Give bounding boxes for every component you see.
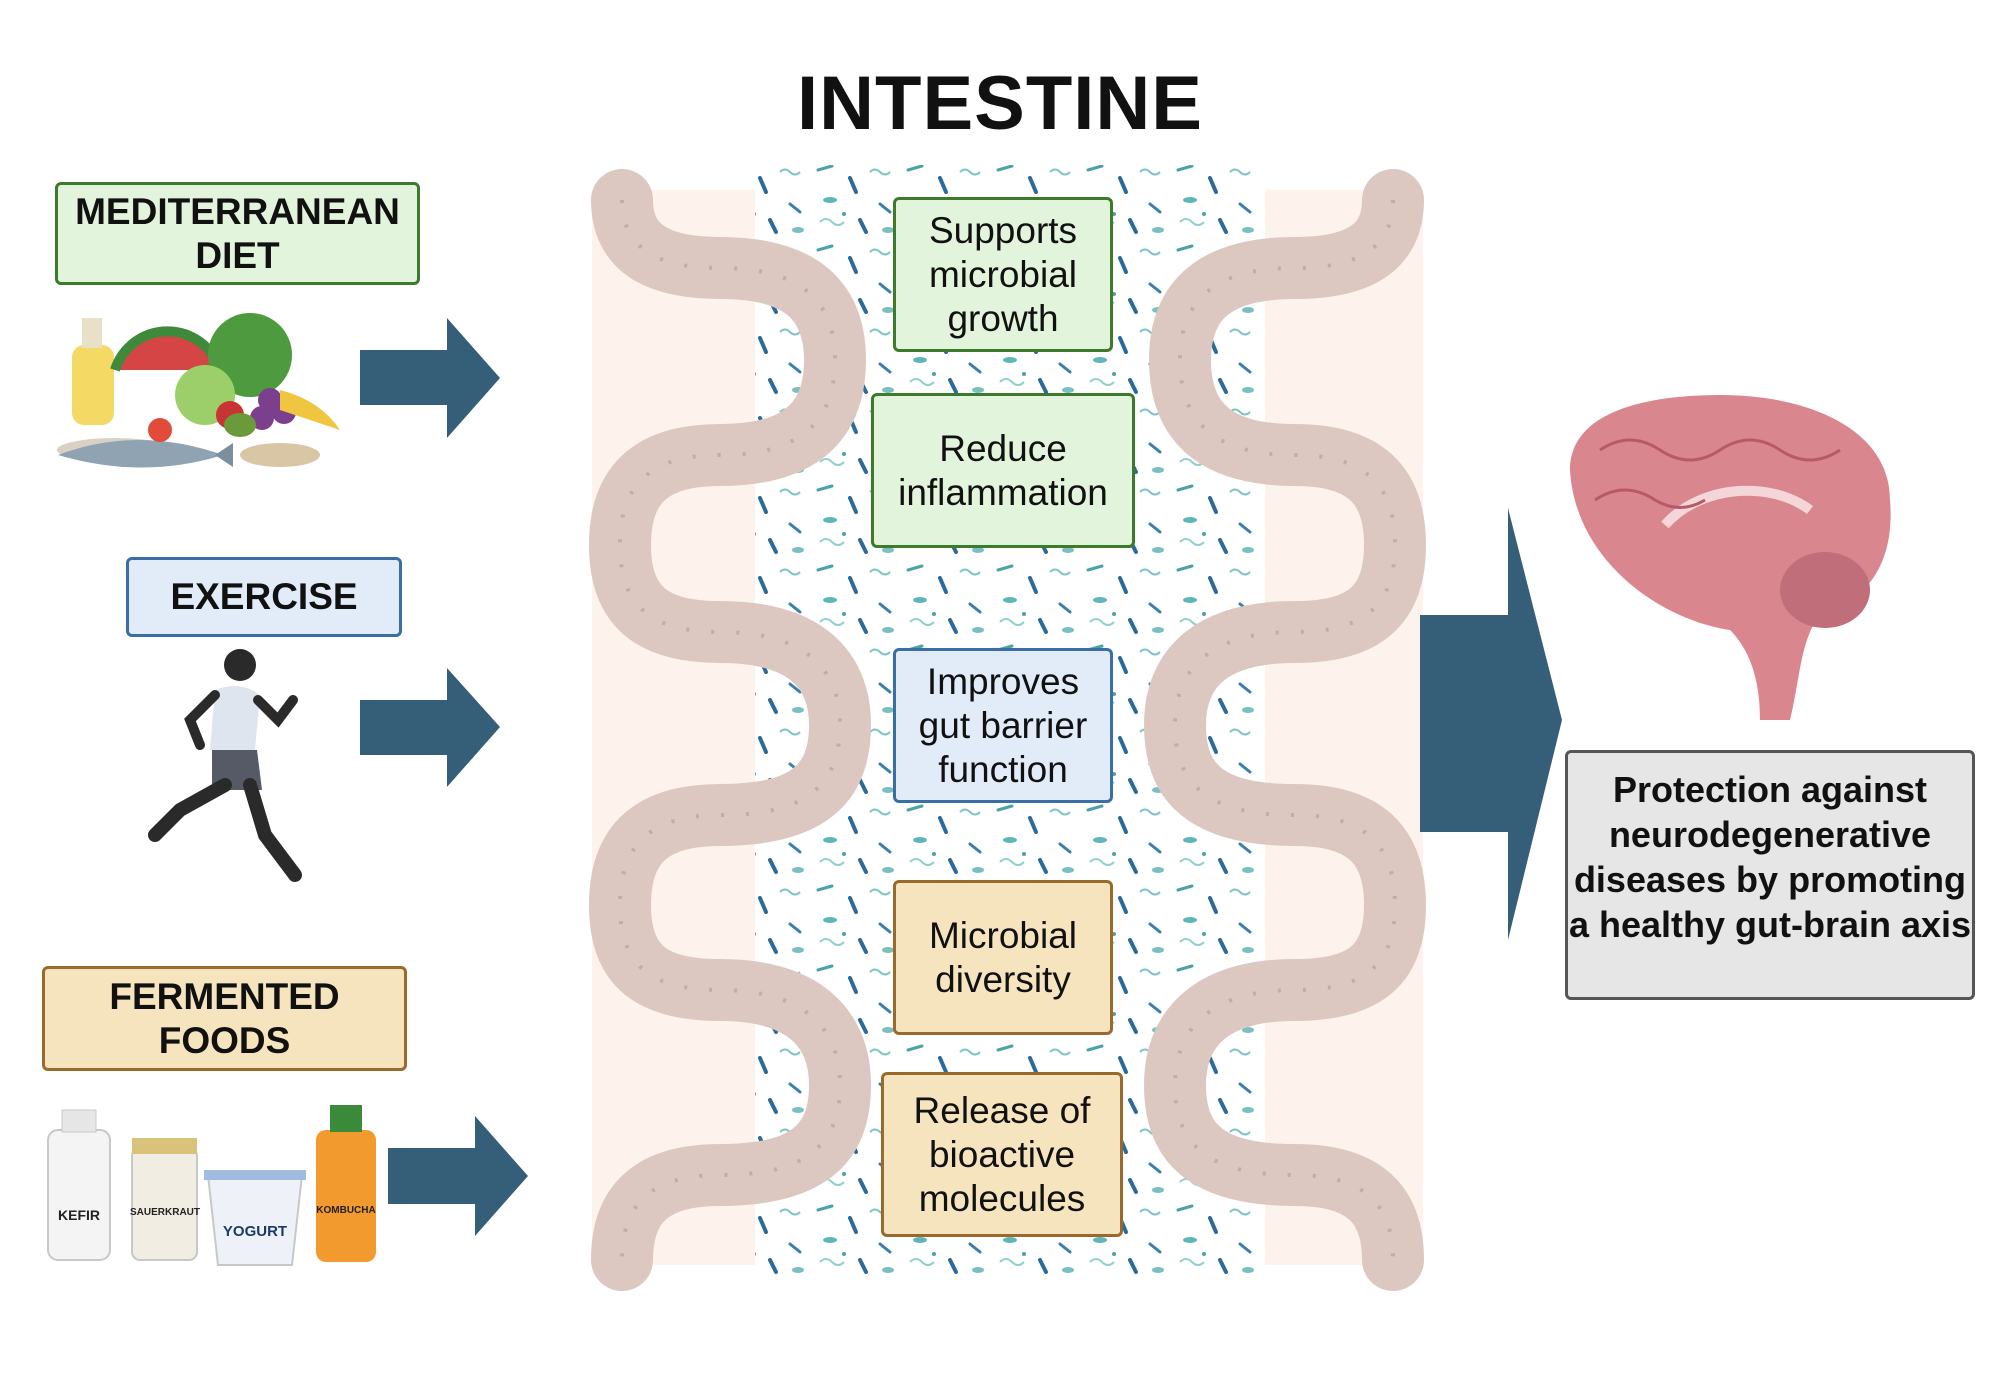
right-epithelium: [1143, 169, 1427, 1291]
effect-microbial-growth: Supports microbial growth: [893, 197, 1113, 352]
left-epithelium: [588, 169, 872, 1291]
yogurt-cup: [206, 1174, 304, 1266]
yogurt-label: YOGURT: [222, 1223, 288, 1240]
left-tissue: [592, 190, 762, 1265]
fermented-foods-icon: [47, 1105, 376, 1266]
page-title: INTESTINE: [797, 61, 1203, 146]
right-tissue: [1255, 190, 1423, 1265]
exercise-arrow: [360, 668, 500, 787]
sauerkraut-label: SAUERKRAUT: [130, 1207, 200, 1218]
effect-reduce-inflammation: Reduce inflammation: [871, 393, 1135, 548]
brain-icon: [1570, 395, 1891, 720]
diet-arrow: [360, 318, 500, 438]
factor-mediterranean-diet: MEDITERRANEAN DIET: [55, 182, 420, 285]
factor-fermented-foods: FERMENTED FOODS: [42, 966, 407, 1071]
kefir-bottle: [47, 1129, 111, 1261]
effect-microbial-diversity: Microbial diversity: [893, 880, 1113, 1035]
sauerkraut-jar: [131, 1147, 198, 1261]
kombucha-label: KOMBUCHA: [316, 1205, 376, 1216]
fermented-arrow: [388, 1116, 528, 1236]
kombucha-bottle: [316, 1130, 376, 1262]
kefir-label: KEFIR: [58, 1207, 100, 1223]
outcome-box: Protection against neurodegenerative dis…: [1565, 750, 1975, 1000]
factor-exercise: EXERCISE: [126, 557, 402, 637]
outcome-arrow: [1420, 508, 1562, 940]
runner-icon: [148, 649, 302, 882]
effect-gut-barrier: Improves gut barrier function: [893, 648, 1113, 803]
effect-bioactive-molecules: Release of bioactive molecules: [881, 1072, 1123, 1237]
mediterranean-food-icon: [57, 313, 340, 468]
